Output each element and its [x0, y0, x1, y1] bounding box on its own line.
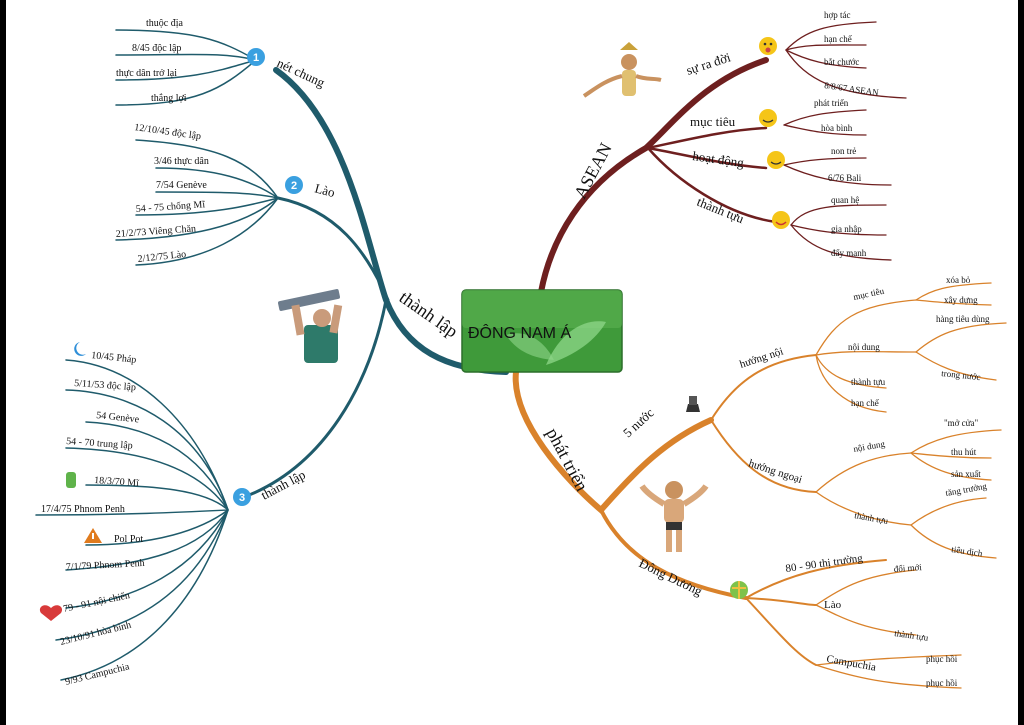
dong-duong-label: Đông Dương	[637, 555, 706, 599]
leaf: 8/8/67 ASEAN	[824, 80, 880, 98]
asean-group-label: sự ra đời	[684, 49, 732, 78]
group-1-number: 1	[253, 52, 259, 64]
leaf: phục hồi	[926, 654, 958, 664]
leaf: quan hệ	[831, 195, 859, 205]
nam-nuoc-label: 5 nước	[620, 405, 657, 440]
leaf: 17/4/75 Phnom Penh	[41, 504, 125, 515]
leaf: sản xuất	[951, 469, 981, 479]
group-3-label: thành lập	[258, 467, 307, 503]
leaf: 5/11/53 độc lập	[74, 378, 136, 393]
leaf: hạn chế	[824, 34, 853, 44]
leaf: thu hút	[951, 447, 977, 457]
leaf: 18/3/70 Mĩ	[94, 475, 140, 489]
leaf: 3/46 thực dân	[154, 156, 209, 167]
leaf: thuộc địa	[146, 18, 183, 29]
center-title: ĐÔNG NAM Á	[468, 323, 571, 342]
group-3-number: 3	[239, 492, 245, 504]
leaf: 12/10/45 độc lập	[134, 122, 202, 142]
group-2-label: Lào	[313, 180, 336, 200]
leaf: 9/93 Campuchia	[64, 661, 131, 688]
asean-group-label: mục tiêu	[690, 114, 736, 129]
mindmap-svg: ĐÔNG NAM Á thành lập ASEAN phát triển 1 …	[35, 10, 1007, 689]
leaf: 54 Genève	[96, 410, 141, 425]
spy-icon	[686, 396, 700, 412]
leaf: 7/54 Genève	[156, 180, 207, 191]
phat-trien-branches	[512, 282, 1007, 689]
leaf: 79 - 91 nội chiến	[62, 590, 131, 615]
leaf: "mở cửa"	[944, 418, 979, 428]
leaf: đổi mới	[893, 562, 922, 574]
lao-label: Lào	[824, 599, 842, 611]
leaf: hòa bình	[821, 123, 853, 133]
center-node[interactable]: ĐÔNG NAM Á	[461, 289, 623, 373]
smiley-icon	[767, 151, 785, 169]
dancer-illustration-icon	[582, 42, 662, 98]
leaf: tiêu dịch	[951, 544, 984, 558]
leaf: phục hồi	[926, 678, 958, 688]
moon-icon	[74, 342, 86, 356]
leaf: trong nước	[941, 368, 981, 382]
thanh-lap-branches	[35, 29, 509, 681]
leaf: 54 - 75 chống Mĩ	[135, 199, 205, 215]
globe-icon	[730, 581, 748, 599]
leaf: 80 - 90 thị trường	[785, 552, 864, 575]
leaf: Pol Pot	[114, 534, 143, 545]
leaf: mục tiêu	[852, 286, 885, 302]
leaf: thực dân trở lại	[116, 68, 177, 79]
strongman-illustration-icon	[639, 481, 709, 552]
smiley-icon	[772, 211, 790, 229]
smiley-icon	[759, 37, 777, 55]
heart-icon	[39, 605, 63, 621]
group-2-number: 2	[291, 180, 297, 192]
leaf: gia nhập	[831, 224, 862, 234]
leaf: nội dung	[853, 439, 886, 454]
leaf: xây dựng	[944, 295, 978, 305]
leaf: tăng trưởng	[945, 481, 988, 498]
leaf: thắng lợi	[151, 93, 187, 104]
worker-illustration-icon	[278, 289, 343, 363]
leaf: 23/10/91 hòa bình	[59, 620, 132, 648]
leaf: 6/76 Bali	[828, 173, 862, 183]
leaf: 7/1/79 Phnom Penh	[66, 558, 145, 573]
leaf: thành tựu	[894, 628, 930, 643]
smiley-icon	[759, 109, 777, 127]
leaf: xóa bỏ	[946, 275, 971, 285]
asean-branches	[538, 21, 907, 295]
asean-group-label: thành tựu	[695, 194, 747, 227]
leaf: 54 - 70 trung lập	[66, 436, 133, 452]
mindmap-canvas: ĐÔNG NAM Á thành lập ASEAN phát triển 1 …	[6, 0, 1018, 725]
group-3-node[interactable]: 3 thành lập	[233, 467, 308, 506]
leaf: đẩy mạnh	[831, 248, 867, 258]
warning-icon	[84, 528, 102, 543]
leaf: bắt chước	[824, 57, 859, 67]
group-1-node[interactable]: 1 nét chung	[247, 48, 328, 90]
leaf: non trẻ	[831, 146, 856, 156]
leaf: nội dung	[848, 342, 880, 352]
leaf: hợp tác	[824, 10, 851, 20]
leaf: 8/45 độc lập	[132, 43, 181, 54]
huong-noi-label: hướng nội	[738, 346, 785, 371]
leaf: 2/12/75 Lào	[137, 249, 186, 265]
leaf: phát triển	[814, 98, 849, 108]
leaf: thành tựu	[854, 510, 890, 526]
dollar-icon	[66, 472, 76, 488]
asean-group-label: hoạt động	[692, 148, 746, 170]
leaf: thành tựu	[851, 377, 886, 387]
group-2-node[interactable]: 2 Lào	[285, 176, 337, 200]
leaf: hàng tiêu dùng	[936, 314, 990, 324]
leaf: hạn chế	[851, 398, 880, 408]
leaf: 10/45 Pháp	[91, 350, 137, 366]
